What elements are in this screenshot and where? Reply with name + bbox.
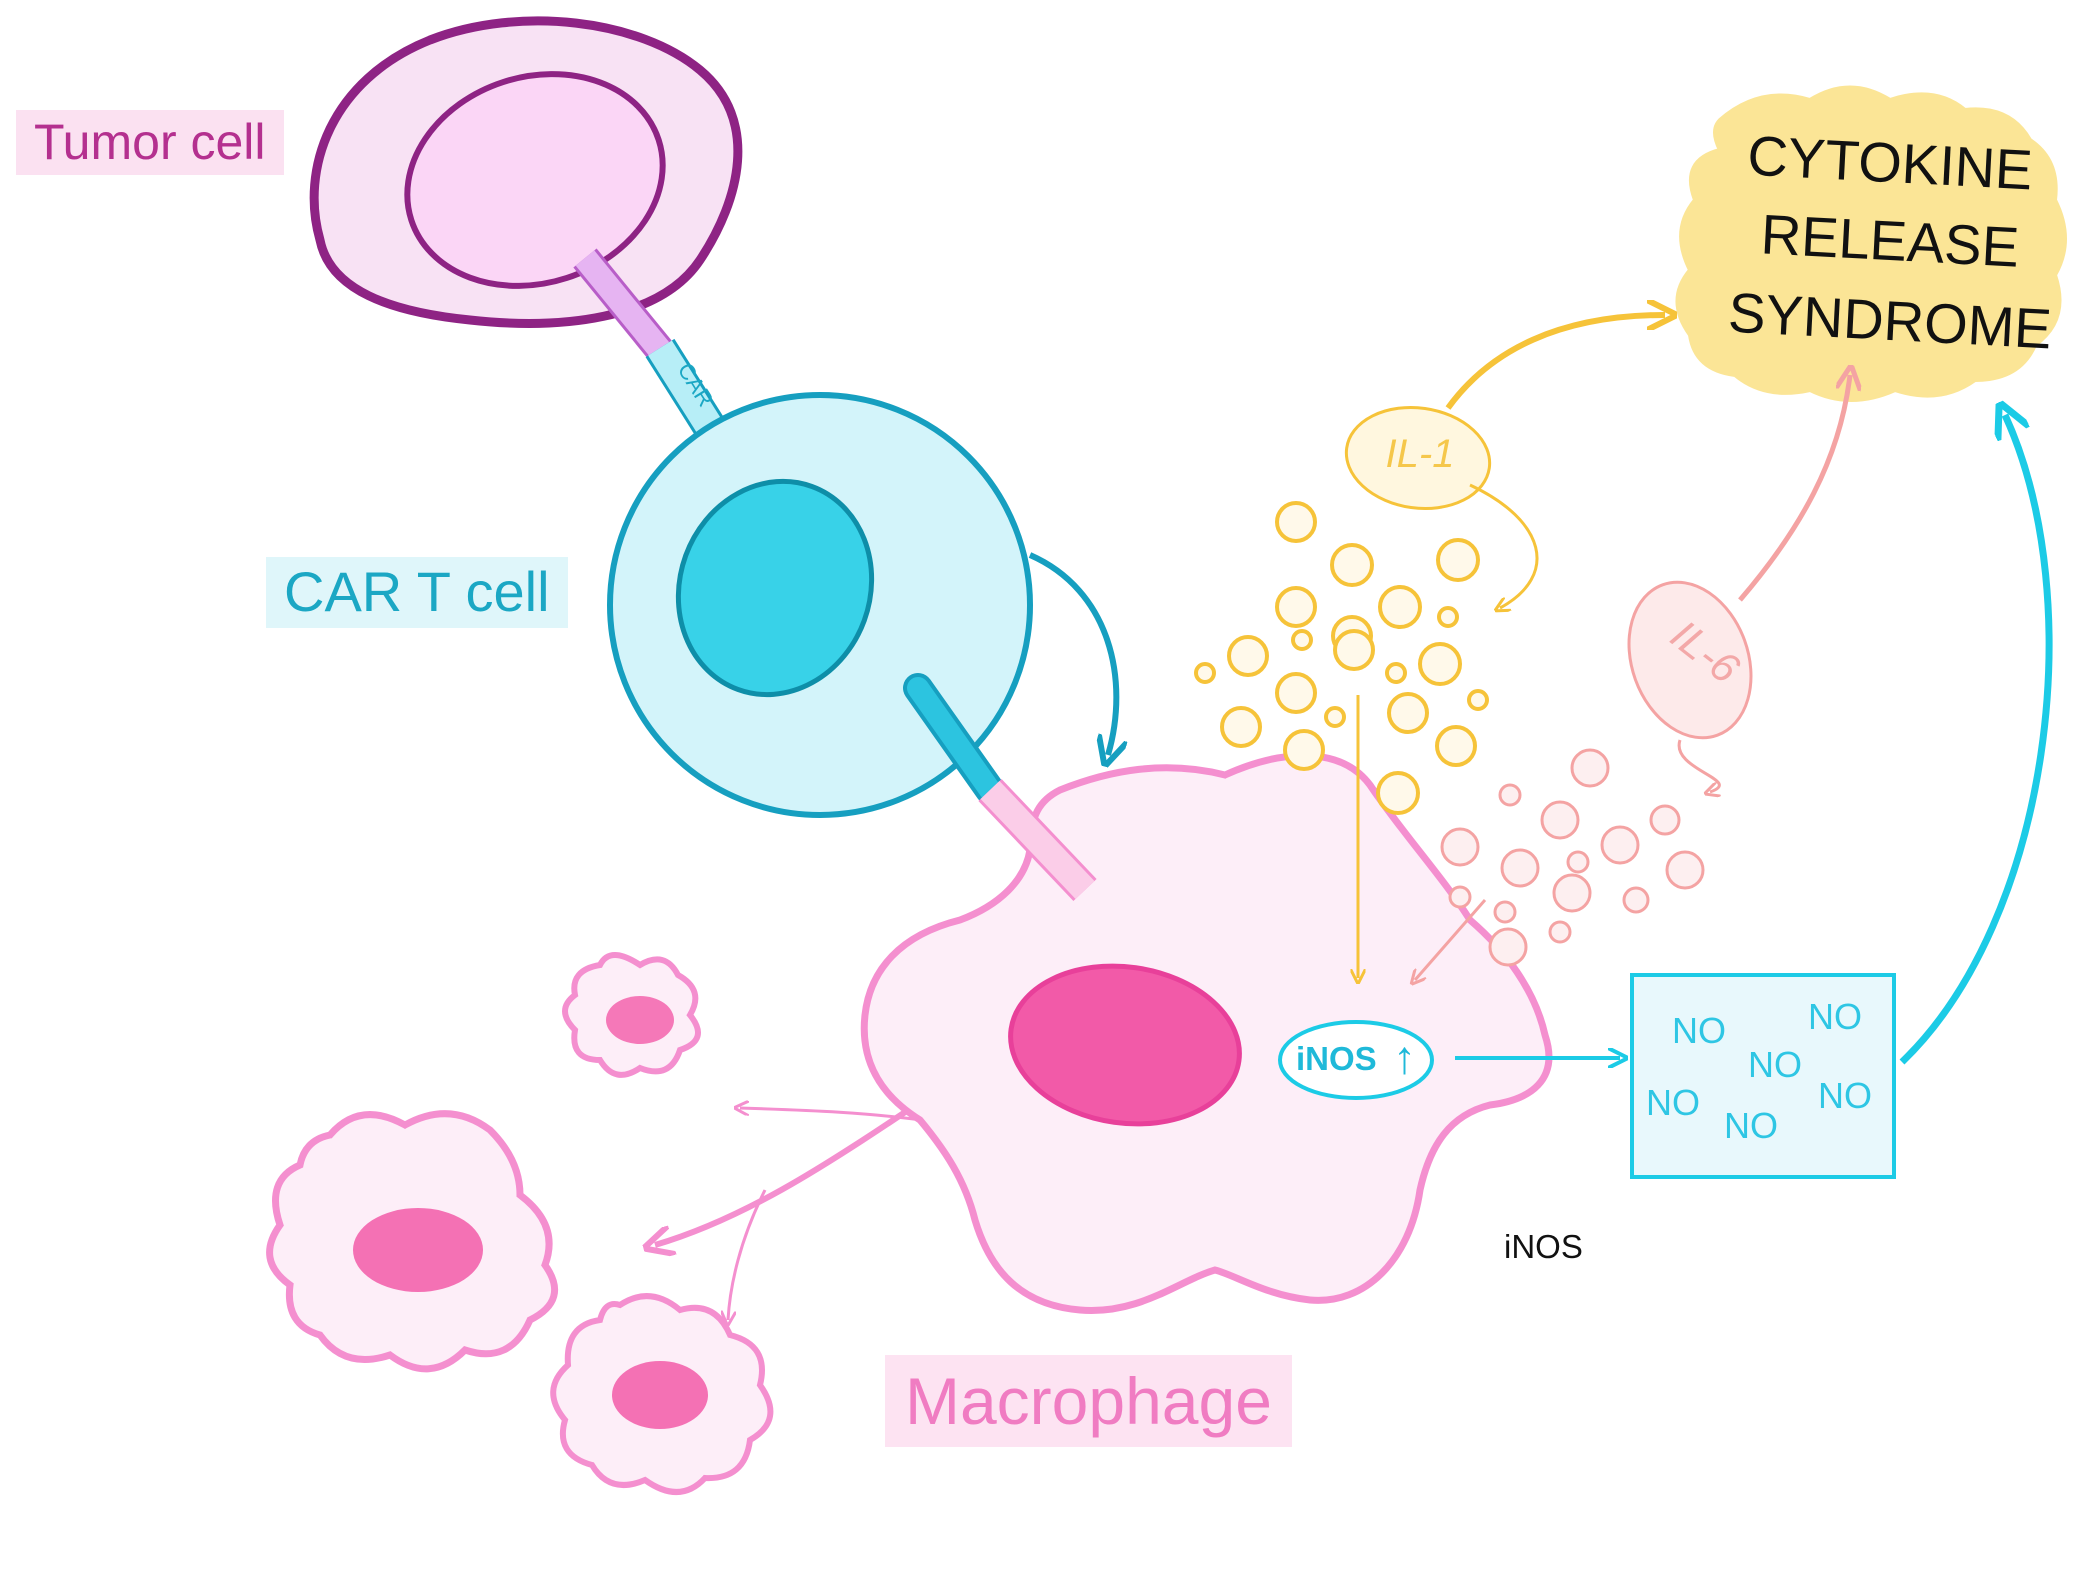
il1-granule	[1324, 706, 1346, 728]
il1-granule	[1283, 729, 1325, 771]
crs-label: CYTOKINE RELEASE SYNDROME	[1660, 122, 2092, 422]
no-to-crs-arrow	[1899, 415, 2053, 1065]
il1-granule	[1436, 538, 1480, 582]
il6-to-crs-arrow	[1738, 375, 1850, 602]
small-macrophage-2	[266, 1110, 558, 1373]
il6-to-cluster-arrow	[1677, 739, 1719, 792]
il6-granule	[1566, 850, 1590, 874]
macrophage-to-small-2-arrow	[655, 1099, 922, 1245]
tumor-cell-label: Tumor cell	[16, 110, 284, 175]
inos-caption: iNOS	[1504, 1228, 1583, 1265]
macrophage-to-small-1-arrow	[740, 1108, 936, 1124]
il6-granule	[1440, 827, 1480, 867]
crs-cloud	[1675, 85, 2067, 402]
inos-bubble	[1278, 1020, 1434, 1100]
il1-granule	[1291, 629, 1313, 651]
small-macrophage-3	[550, 1293, 774, 1495]
il6-granule	[1493, 900, 1517, 924]
no-molecule-label: NO	[1818, 1075, 1872, 1116]
no-molecule-label: NO	[1672, 1010, 1726, 1051]
car-t-cell-label: CAR T cell	[266, 557, 568, 628]
il6-granule	[1540, 800, 1580, 840]
il1-granule	[1376, 771, 1420, 815]
macrophage-nucleus	[1008, 963, 1242, 1127]
il1-granule	[1385, 662, 1407, 684]
no-molecule-label: NO	[1808, 996, 1862, 1037]
il1-granule	[1330, 543, 1374, 587]
no-molecule-label: NO	[1724, 1105, 1778, 1146]
il6-granule	[1488, 927, 1528, 967]
no-box	[1630, 973, 1896, 1179]
il6-granule	[1448, 885, 1472, 909]
il6-granule	[1665, 850, 1705, 890]
il1-granule	[1275, 672, 1317, 714]
il1-granule	[1418, 642, 1462, 686]
up-arrow-icon: ↑	[1393, 1031, 1416, 1083]
il6-granule	[1600, 825, 1640, 865]
inos-label: iNOS	[1296, 1040, 1377, 1077]
il6-granule	[1498, 783, 1522, 807]
il6-granule	[1570, 748, 1610, 788]
il1-granule	[1275, 586, 1317, 628]
il1-granule-cluster	[1194, 501, 1489, 815]
il1-granule	[1387, 692, 1429, 734]
il6-to-inos-arrow	[1415, 899, 1487, 980]
crs-label-line-2: RELEASE	[1759, 202, 2021, 279]
il1-granule	[1275, 501, 1317, 543]
il1-to-cluster-arrow	[1469, 483, 1539, 608]
macrophage-to-small-3-arrow	[728, 1189, 767, 1320]
tumor-cell-nucleus	[404, 71, 666, 289]
il1-granule	[1220, 706, 1262, 748]
il1-label: IL-1	[1385, 432, 1455, 476]
car-t-cell-nucleus	[675, 478, 875, 698]
small-macrophage-1	[562, 952, 701, 1078]
crs-label-line-3: SYNDROME	[1726, 280, 2054, 361]
il1-granule	[1227, 635, 1269, 677]
macrophage-label: Macrophage	[885, 1355, 1292, 1447]
il1-to-crs-arrow	[1445, 315, 1665, 410]
crs-label-line-1: CYTOKINE	[1745, 123, 2035, 202]
car-receptor-bottom	[903, 673, 1097, 902]
il1-bubble	[1344, 405, 1492, 511]
no-molecule-label: NO	[1748, 1044, 1802, 1085]
il1-granule	[1437, 606, 1459, 628]
il1-granule	[1378, 585, 1422, 629]
il6-granule	[1552, 873, 1592, 913]
il1-granule	[1467, 689, 1489, 711]
il6-bubble	[1627, 580, 1753, 740]
il1-granule	[1435, 725, 1477, 767]
il6-granule	[1622, 886, 1650, 914]
il6-granule	[1548, 920, 1572, 944]
tumor-cell	[309, 16, 743, 328]
cart-to-macrophage-arrow	[1028, 552, 1116, 755]
macrophage	[860, 752, 1553, 1314]
il6-granule	[1500, 848, 1540, 888]
il1-granule	[1194, 662, 1216, 684]
no-molecule-label: NO	[1646, 1082, 1700, 1123]
il6-granule-cluster	[1440, 748, 1705, 967]
il6-granule	[1649, 804, 1681, 836]
il1-granule	[1333, 629, 1375, 671]
